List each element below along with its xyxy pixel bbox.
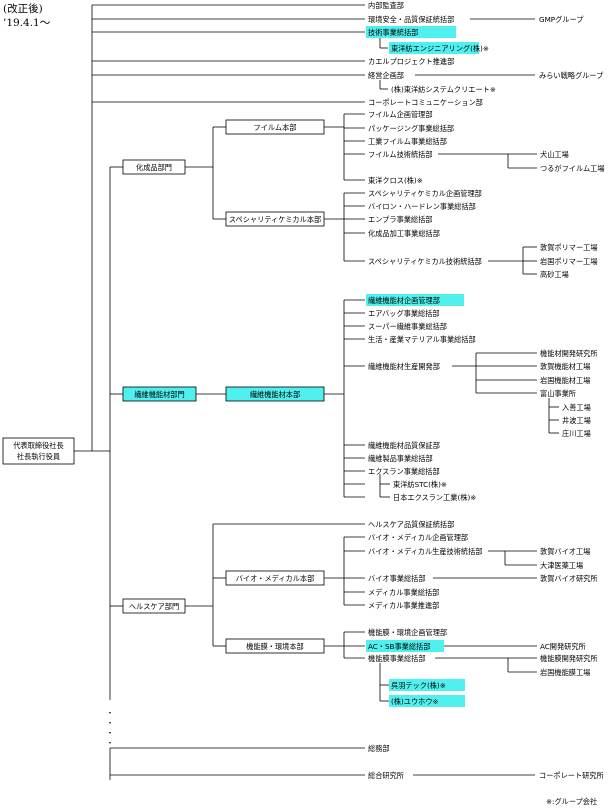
membrane-affiliate: 呉羽テック(株)※ xyxy=(391,681,446,690)
toyama-plant: 庄川工場 xyxy=(562,429,591,438)
healthcare-division-label: ヘルスケア部門 xyxy=(129,602,179,611)
toyobo-system-create: (株)東洋紡システムクリエート※ xyxy=(391,85,496,94)
fiber-affiliate: 東洋紡STC(株)※ xyxy=(393,480,447,489)
bio-plant: 大津医薬工場 xyxy=(540,561,583,570)
bio-unit: メディカル事業推進部 xyxy=(368,601,439,610)
effective-date: ’19.4.1～ xyxy=(3,17,51,29)
kaeru-project-dept: カエルプロジェクト推進部 xyxy=(368,57,454,66)
film-unit: パッケージング事業総括部 xyxy=(368,124,454,133)
bio-unit: バイオ・メディカル企画管理部 xyxy=(368,533,468,542)
specialty-plant: 高砂工場 xyxy=(540,270,569,279)
env-safety-quality-dept: 環境安全・品質保証統括部 xyxy=(368,15,454,24)
bio-unit: メディカル事業総括部 xyxy=(368,588,439,597)
membrane-plant: 機能膜開発研究所 xyxy=(540,654,598,663)
ac-lab: AC開発研究所 xyxy=(540,642,586,651)
toyobo-engineering: 東洋紡エンジニアリング(株)※ xyxy=(391,44,489,53)
kureha-tech-highlight xyxy=(389,679,465,691)
internal-audit-dept: 内部監査部 xyxy=(368,1,404,10)
corporate-communication-dept: コーポレートコミュニケーション部 xyxy=(368,98,483,107)
fiber-plant: 敦賀機能材工場 xyxy=(540,362,590,371)
tech-business-dept: 技術事業統括部 xyxy=(368,28,418,37)
film-plant: つるがフイルム工場 xyxy=(540,164,605,173)
ceo-box xyxy=(2,437,75,465)
bio-medical-hq-label: バイオ・メディカル本部 xyxy=(236,574,315,583)
toyobo-engineering-highlight xyxy=(389,42,479,54)
fiber-unit: 繊維機能材品質保証部 xyxy=(368,441,440,450)
ac-sb-highlight xyxy=(366,640,444,652)
specialty-unit: バイロン・ハードレン事業総括部 xyxy=(368,202,476,211)
membrane-unit: AC・SB事業総括部 xyxy=(368,642,430,651)
bio-plant: 敦賀バイオ工場 xyxy=(540,547,590,556)
fiber-hq-label: 繊維機能材本部 xyxy=(250,390,300,399)
ceo-subtitle: 社長執行役員 xyxy=(17,452,60,461)
specialty-unit: 化成品加工事業総括部 xyxy=(368,229,440,238)
fiber-division-group: 繊維機能材部門 繊維機能材本部 繊維機能材企画管理部 エアバッグ事業総括部 スー… xyxy=(110,294,598,502)
specialty-plant: 敦賀ポリマー工場 xyxy=(540,243,598,252)
membrane-affiliate: (株)ユウホウ※ xyxy=(391,697,439,706)
film-plant: 犬山工場 xyxy=(540,150,569,159)
membrane-unit: 機能膜・環境企画管理部 xyxy=(368,628,447,637)
fiber-plant: 機能材開発研究所 xyxy=(540,349,598,358)
corporate-planning-dept: 経営企画部 xyxy=(368,71,404,80)
fiber-production-dept: 繊維機能材生産開発部 xyxy=(368,362,440,371)
film-hq-label: フイルム本部 xyxy=(254,123,297,132)
yuho-highlight xyxy=(389,695,465,707)
main-spine xyxy=(74,4,365,780)
mirai-strategy-group: みらい戦略グループ xyxy=(539,71,604,80)
fiber-unit: 繊維機能材企画管理部 xyxy=(368,296,440,305)
fiber-unit: 生活・産業マテリアル事業総括部 xyxy=(368,335,476,344)
specialty-plant: 岩国ポリマー工場 xyxy=(540,257,598,266)
footnote: ※:グループ会社 xyxy=(546,797,597,806)
fiber-planning-highlight xyxy=(366,294,464,306)
toyama-plant: 井波工場 xyxy=(562,416,591,425)
fiber-unit: スーパー繊維事業総括部 xyxy=(368,322,447,331)
fiber-division-label: 繊維機能材部門 xyxy=(134,390,184,399)
ceo-title: 代表取締役社長 xyxy=(13,441,63,450)
chemicals-division-label: 化成品部門 xyxy=(136,163,172,172)
bio-unit: バイオ・メディカル生産技術統括部 xyxy=(368,547,483,556)
healthcare-quality-dept: ヘルスケア品質保証統括部 xyxy=(368,520,454,529)
membrane-unit: 機能膜事業総括部 xyxy=(368,654,426,663)
healthcare-division-group: ヘルスケア部門 ヘルスケア品質保証統括部 バイオ・メディカル本部 バイオ・メディ… xyxy=(110,520,598,707)
fiber-affiliate: 日本エクスラン工業(株)※ xyxy=(393,493,476,502)
fiber-unit: エクスラン事業総括部 xyxy=(368,467,440,476)
fiber-unit: エアバッグ事業総括部 xyxy=(368,309,440,318)
fiber-unit: 繊維製品事業総括部 xyxy=(368,454,433,463)
bio-lab: 敦賀バイオ研究所 xyxy=(540,574,598,583)
specialty-unit: スペシャリティケミカル企画管理部 xyxy=(368,189,482,198)
dotted-continuation xyxy=(109,712,111,744)
general-research-lab: 総合研究所 xyxy=(368,771,404,780)
toyama-plant: 入善工場 xyxy=(562,403,591,412)
membrane-plant: 岩国機能膜工場 xyxy=(540,668,590,677)
bio-unit: バイオ事業総括部 xyxy=(368,574,426,583)
film-unit: 東洋クロス(株)※ xyxy=(368,176,423,185)
film-unit: フイルム技術統括部 xyxy=(368,150,433,159)
specialty-unit: スペシャリティケミカル技術統括部 xyxy=(368,257,482,266)
specialty-unit: エンプラ事業総括部 xyxy=(368,215,432,224)
membrane-env-hq-label: 機能膜・環境本部 xyxy=(246,642,304,651)
chemicals-division-group: 化成品部門 フイルム本部 フイルム企画管理部 パッケージング事業総括部 工業フイ… xyxy=(110,110,605,279)
corporate-research-lab: コーポレート研究所 xyxy=(539,771,604,780)
fiber-plant: 岩国機能材工場 xyxy=(540,376,590,385)
specialty-chem-hq-label: スペシャリティケミカル本部 xyxy=(229,215,321,224)
tech-business-highlight xyxy=(366,26,456,38)
revision-label: (改正後) xyxy=(3,2,43,15)
film-unit: 工業フイルム事業総括部 xyxy=(368,137,447,146)
general-affairs-dept: 総務部 xyxy=(368,744,390,753)
gmp-group: GMPグループ xyxy=(539,15,584,24)
fiber-plant: 富山事業所 xyxy=(540,389,576,398)
film-unit: フイルム企画管理部 xyxy=(368,110,433,119)
